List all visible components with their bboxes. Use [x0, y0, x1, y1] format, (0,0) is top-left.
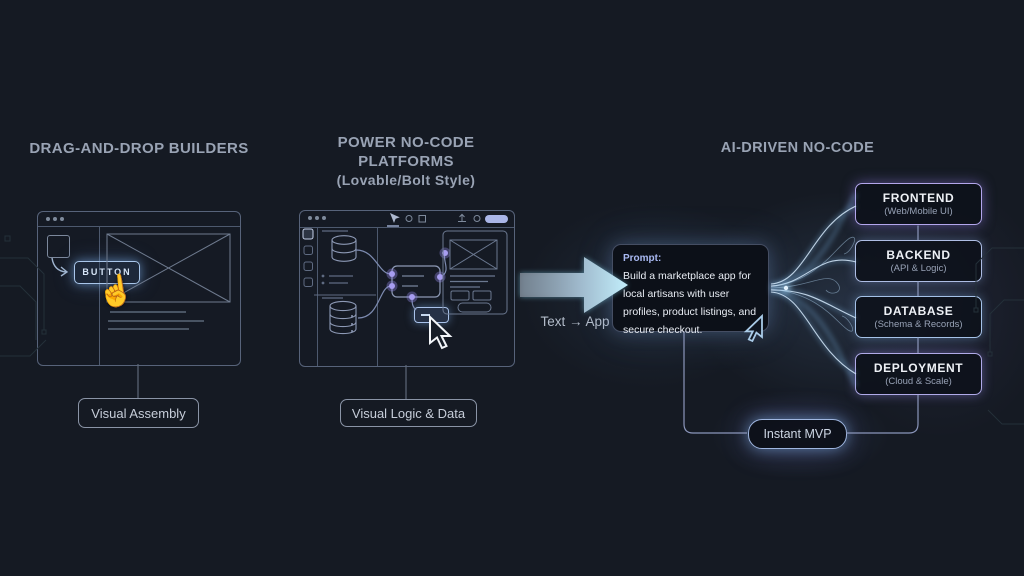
nocode-builder-window-mockup	[299, 210, 515, 367]
stack-box-database: DATABASE (Schema & Records)	[855, 296, 982, 338]
stack-box-deployment: DEPLOYMENT (Cloud & Scale)	[855, 353, 982, 395]
component-placeholder	[47, 235, 70, 258]
caption-visual-logic-data: Visual Logic & Data	[340, 399, 477, 427]
window-titlebar	[300, 211, 514, 228]
heading-power-no-code-line1: POWER NO-CODE PLATFORMS	[337, 134, 475, 170]
window-dots-icon	[308, 216, 326, 220]
caption-visual-assembly: Visual Assembly	[78, 398, 199, 428]
stack-title: DEPLOYMENT	[873, 361, 964, 375]
window-divider	[99, 226, 100, 365]
hand-cursor-icon: ☝	[94, 272, 137, 311]
stack-subtitle: (API & Logic)	[890, 263, 947, 274]
prompt-body: Build a marketplace app for local artisa…	[623, 270, 757, 336]
stack-box-frontend: FRONTEND (Web/Mobile UI)	[855, 183, 982, 225]
stack-box-backend: BACKEND (API & Logic)	[855, 240, 982, 282]
heading-power-no-code-line2: (Lovable/Bolt Style)	[336, 172, 476, 188]
text-to-app-label: Text → App	[540, 314, 610, 329]
sidebar-divider	[317, 227, 318, 366]
heading-power-no-code: POWER NO-CODE PLATFORMS (Lovable/Bolt St…	[290, 133, 522, 190]
panel-divider	[377, 227, 378, 366]
window-dots-icon	[46, 217, 64, 221]
stack-subtitle: (Cloud & Scale)	[885, 376, 952, 387]
stack-subtitle: (Schema & Records)	[874, 319, 963, 330]
window-titlebar	[38, 212, 240, 227]
heading-ai-driven: AI-DRIVEN NO-CODE	[720, 140, 875, 156]
prompt-title: Prompt:	[623, 253, 662, 264]
instant-mvp-badge: Instant MVP	[748, 419, 847, 449]
caption-connectors	[137, 364, 407, 399]
publish-button[interactable]	[485, 214, 508, 223]
heading-drag-and-drop: DRAG-AND-DROP BUILDERS	[29, 140, 249, 157]
stack-subtitle: (Web/Mobile UI)	[884, 206, 953, 217]
ai-fan-lines	[770, 193, 858, 387]
stack-title: FRONTEND	[882, 191, 955, 205]
stack-title: DATABASE	[883, 304, 954, 318]
browser-window-mockup	[37, 211, 241, 366]
stack-title: BACKEND	[886, 248, 951, 262]
prompt-box: Prompt: Build a marketplace app for loca…	[612, 244, 769, 336]
dropped-button-node	[414, 307, 449, 323]
